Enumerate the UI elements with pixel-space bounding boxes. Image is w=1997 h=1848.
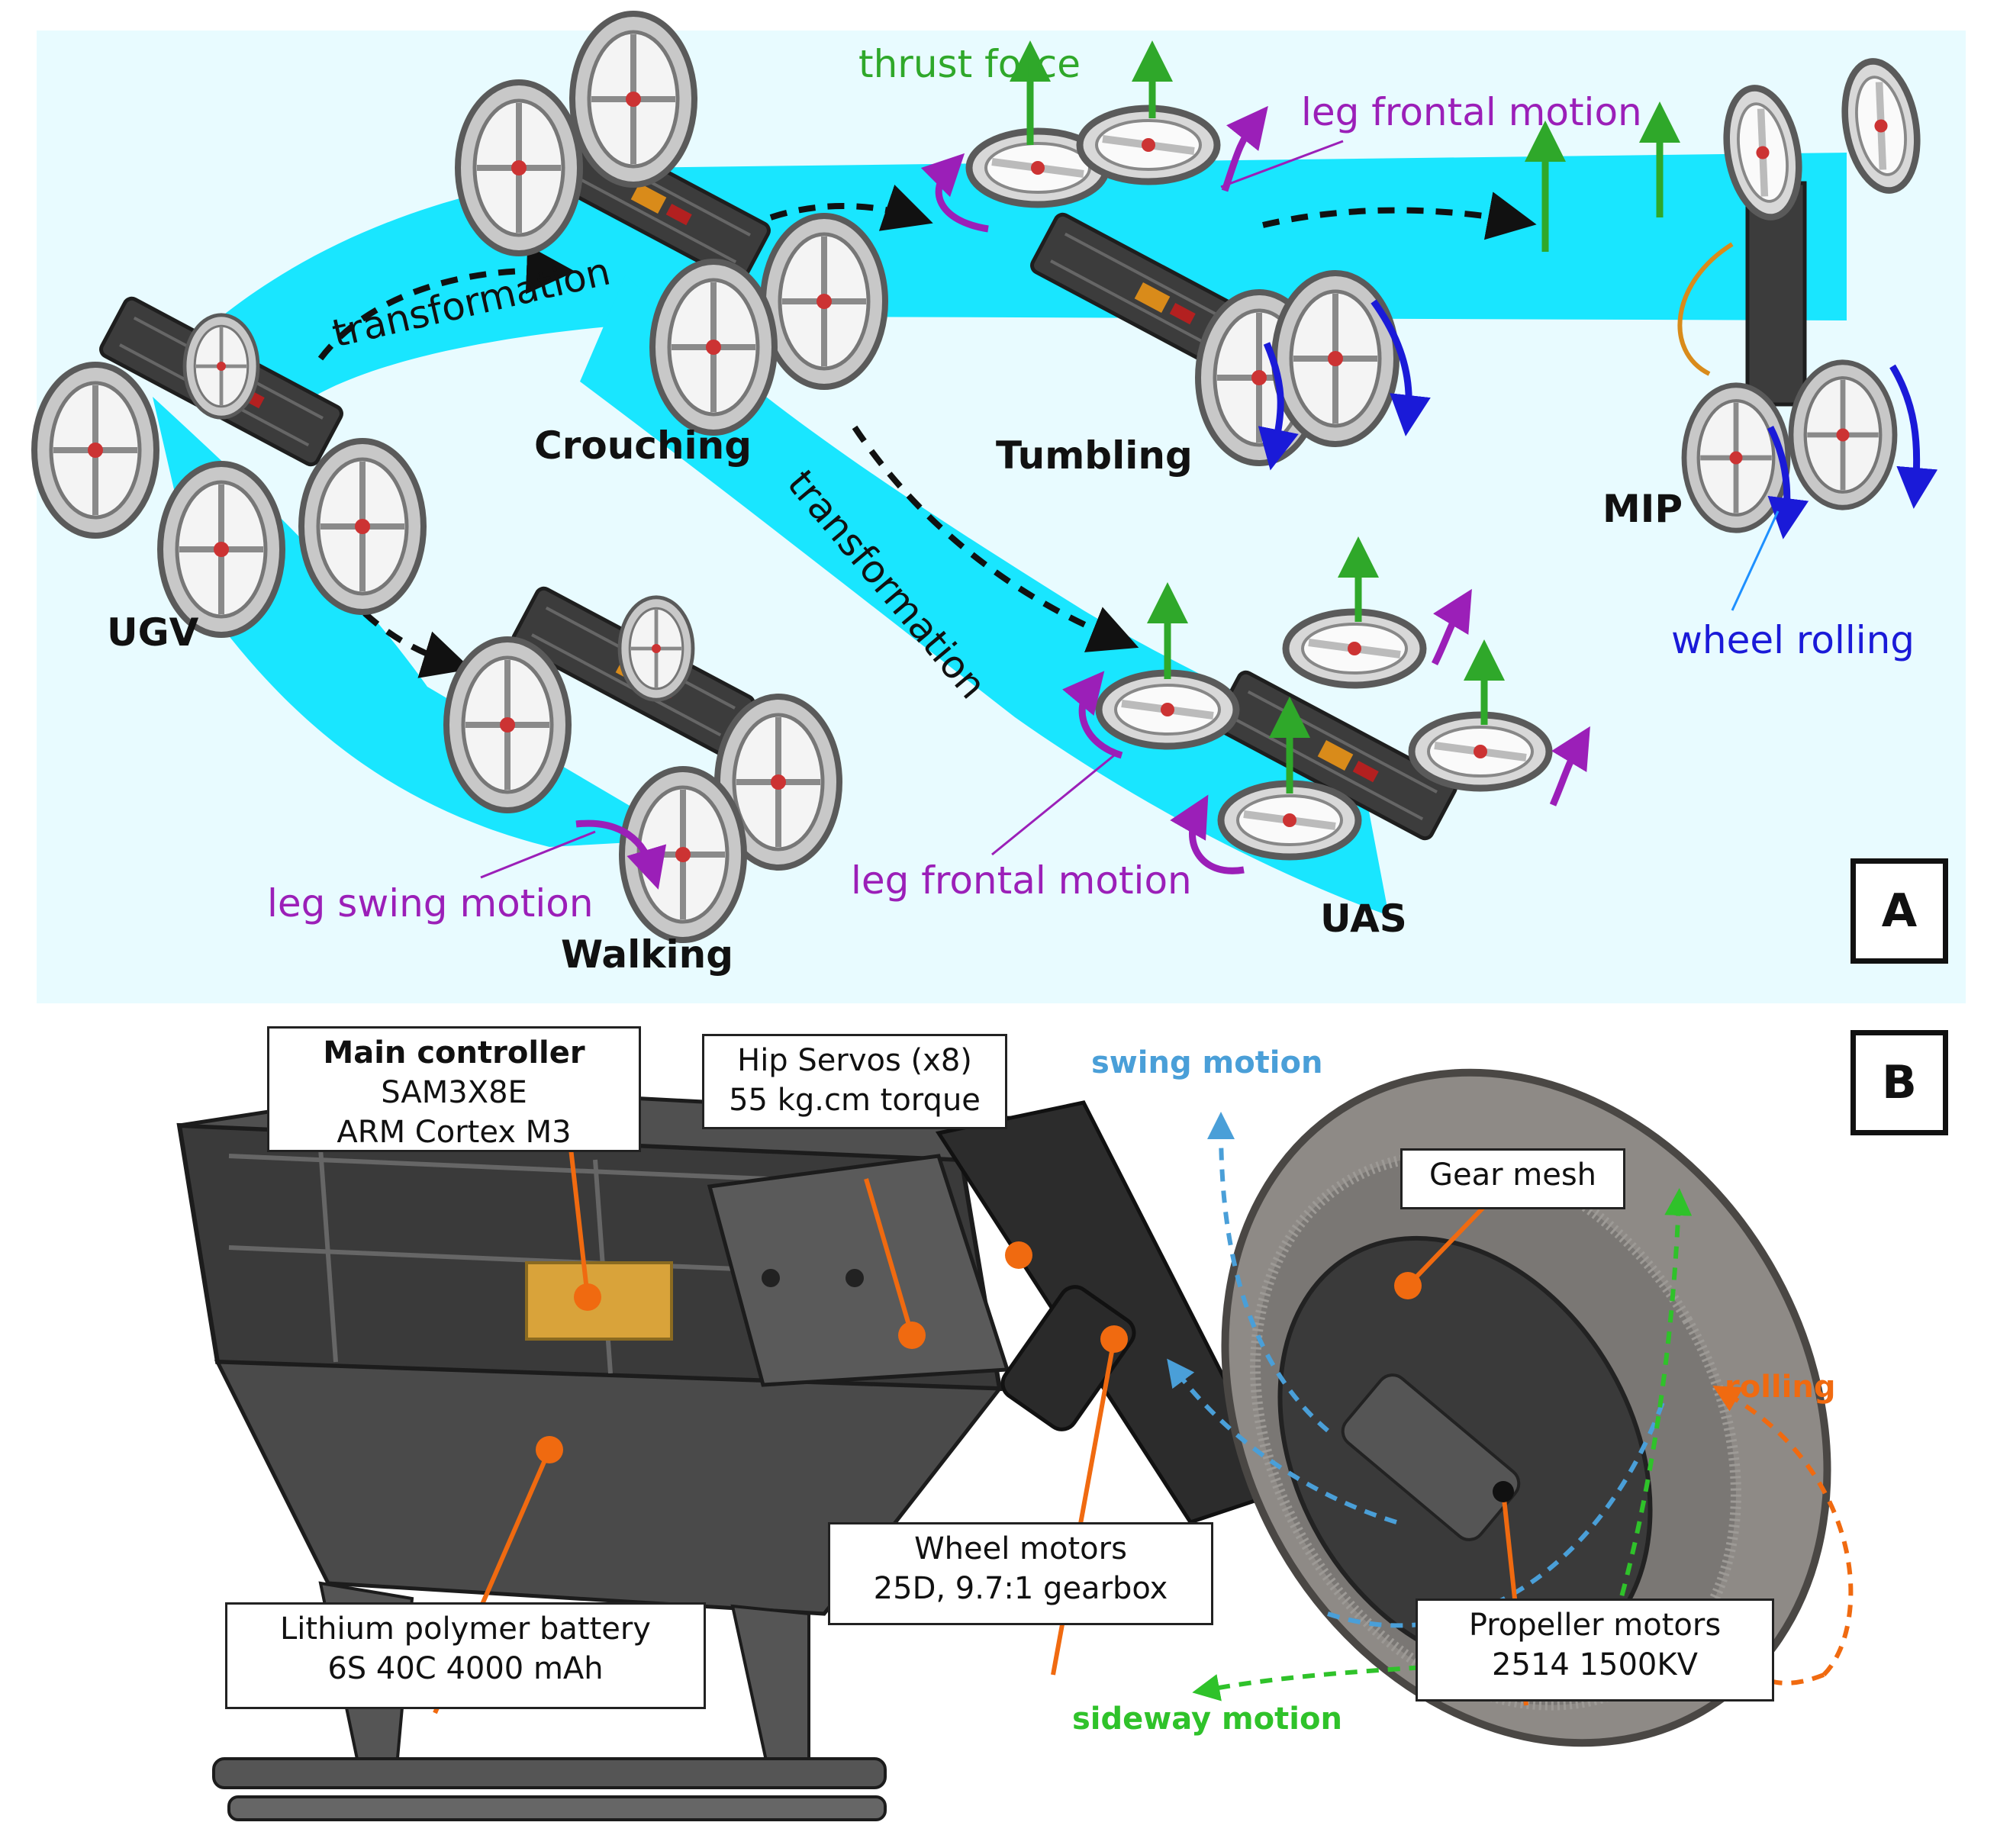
hip-servos-line2: 55 kg.cm torque [729, 1083, 981, 1118]
battery-line1: Lithium polymer battery [280, 1611, 651, 1647]
wheel-motors-line1: Wheel motors [914, 1531, 1127, 1566]
tumbling-robot [920, 40, 1680, 471]
label-thrust-force: thrust force [858, 42, 1081, 86]
propeller-motors-line2: 2514 1500KV [1492, 1647, 1698, 1682]
walking-robot [446, 586, 839, 940]
panel-b-letter: B [1850, 1030, 1948, 1135]
label-mip: MIP [1602, 487, 1683, 531]
label-ugv: UGV [107, 610, 199, 655]
panel-a-graphic [0, 0, 1966, 1003]
label-leg-frontal-motion-top: leg frontal motion [1301, 90, 1642, 134]
callout-gear-mesh: Gear mesh [1400, 1148, 1625, 1209]
label-leg-frontal-motion-bottom: leg frontal motion [851, 858, 1192, 903]
main-controller-line2: ARM Cortex M3 [337, 1115, 572, 1150]
wheel-motors-line2: 25D, 9.7:1 gearbox [873, 1571, 1168, 1606]
label-crouching: Crouching [534, 423, 752, 468]
callout-battery: Lithium polymer battery 6S 40C 4000 mAh [225, 1602, 706, 1709]
main-controller-line1: SAM3X8E [381, 1075, 527, 1110]
label-sideway-motion: sideway motion [1072, 1702, 1342, 1737]
panel-a-letter: A [1850, 858, 1948, 964]
label-uas: UAS [1320, 897, 1407, 941]
gear-mesh-label: Gear mesh [1428, 1157, 1597, 1193]
label-leg-swing-motion: leg swing motion [267, 881, 594, 926]
mip-robot [1677, 56, 1938, 611]
callout-hip-servos: Hip Servos (x8) 55 kg.cm torque [702, 1034, 1007, 1129]
callout-wheel-motors: Wheel motors 25D, 9.7:1 gearbox [828, 1522, 1213, 1625]
battery-line2: 6S 40C 4000 mAh [327, 1651, 604, 1686]
hip-servos-line1: Hip Servos (x8) [737, 1043, 972, 1078]
callout-main-controller: Main controller SAM3X8E ARM Cortex M3 [267, 1026, 641, 1152]
label-swing-motion: swing motion [1091, 1045, 1323, 1080]
label-tumbling: Tumbling [996, 433, 1193, 478]
propeller-motors-line1: Propeller motors [1468, 1608, 1722, 1643]
panel-b-graphic [176, 1068, 1854, 1821]
label-walking: Walking [561, 932, 734, 977]
label-rolling: rolling [1725, 1370, 1836, 1405]
uas-robot [991, 140, 1590, 874]
main-controller-title: Main controller [323, 1035, 585, 1070]
callout-propeller-motors: Propeller motors 2514 1500KV [1416, 1598, 1774, 1702]
label-wheel-rolling: wheel rolling [1671, 618, 1915, 662]
